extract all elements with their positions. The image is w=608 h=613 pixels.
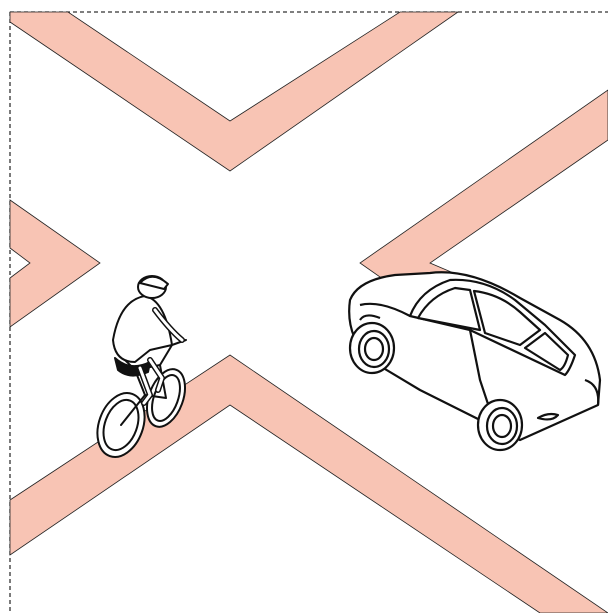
road-edge-top bbox=[9, 11, 460, 172]
road-edge-left bbox=[9, 199, 101, 328]
bicycle-rider bbox=[96, 275, 187, 458]
road-edge-right bbox=[359, 89, 608, 306]
car bbox=[348, 271, 602, 452]
